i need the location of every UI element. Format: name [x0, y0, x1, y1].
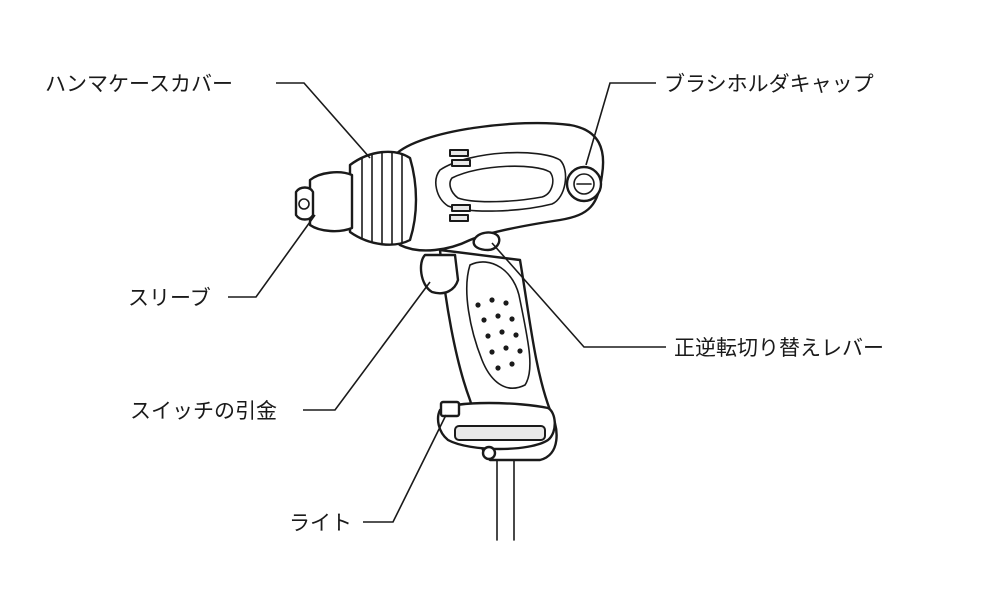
leader-switch-trigger	[303, 281, 431, 411]
impact-driver-illustration	[294, 121, 605, 541]
leader-hammer-case-cover	[276, 82, 371, 159]
label-hammer-case-cover: ハンマケースカバー	[45, 72, 233, 96]
grip-texture-dots	[475, 297, 523, 371]
hammer-case-cover-part	[348, 150, 418, 246]
power-cord	[496, 454, 515, 541]
nose-tip	[294, 186, 315, 221]
rubber-grip-pad	[465, 261, 531, 389]
base-dark-band	[454, 425, 546, 441]
label-reverse-lever: 正逆転切り替えレバー	[674, 336, 884, 360]
light-window	[439, 400, 461, 418]
label-light: ライト	[289, 511, 352, 535]
part-labels: ハンマケースカバー ブラシホルダキャップ スリーブ 正逆転切り替えレバー スイッ…	[45, 72, 884, 535]
leader-lines	[228, 82, 666, 523]
base-screw	[481, 445, 497, 461]
reverse-lever-part	[472, 231, 501, 252]
bit-socket	[298, 198, 310, 210]
leader-light	[363, 414, 447, 523]
trigger	[419, 253, 460, 295]
brush-holder-cap-part	[565, 165, 603, 203]
hammer-case-ribs	[361, 152, 403, 245]
label-brush-holder-cap: ブラシホルダキャップ	[664, 72, 874, 96]
leader-brush-holder-cap	[585, 82, 656, 166]
sleeve-part	[308, 171, 354, 233]
leader-reverse-lever	[491, 242, 666, 348]
side-vent-slots	[449, 149, 471, 222]
vent-window	[435, 151, 567, 212]
vent-window-inner	[449, 165, 554, 203]
label-sleeve: スリーブ	[128, 286, 211, 310]
leader-sleeve	[228, 214, 316, 298]
label-switch-trigger: スイッチの引金	[130, 399, 277, 423]
